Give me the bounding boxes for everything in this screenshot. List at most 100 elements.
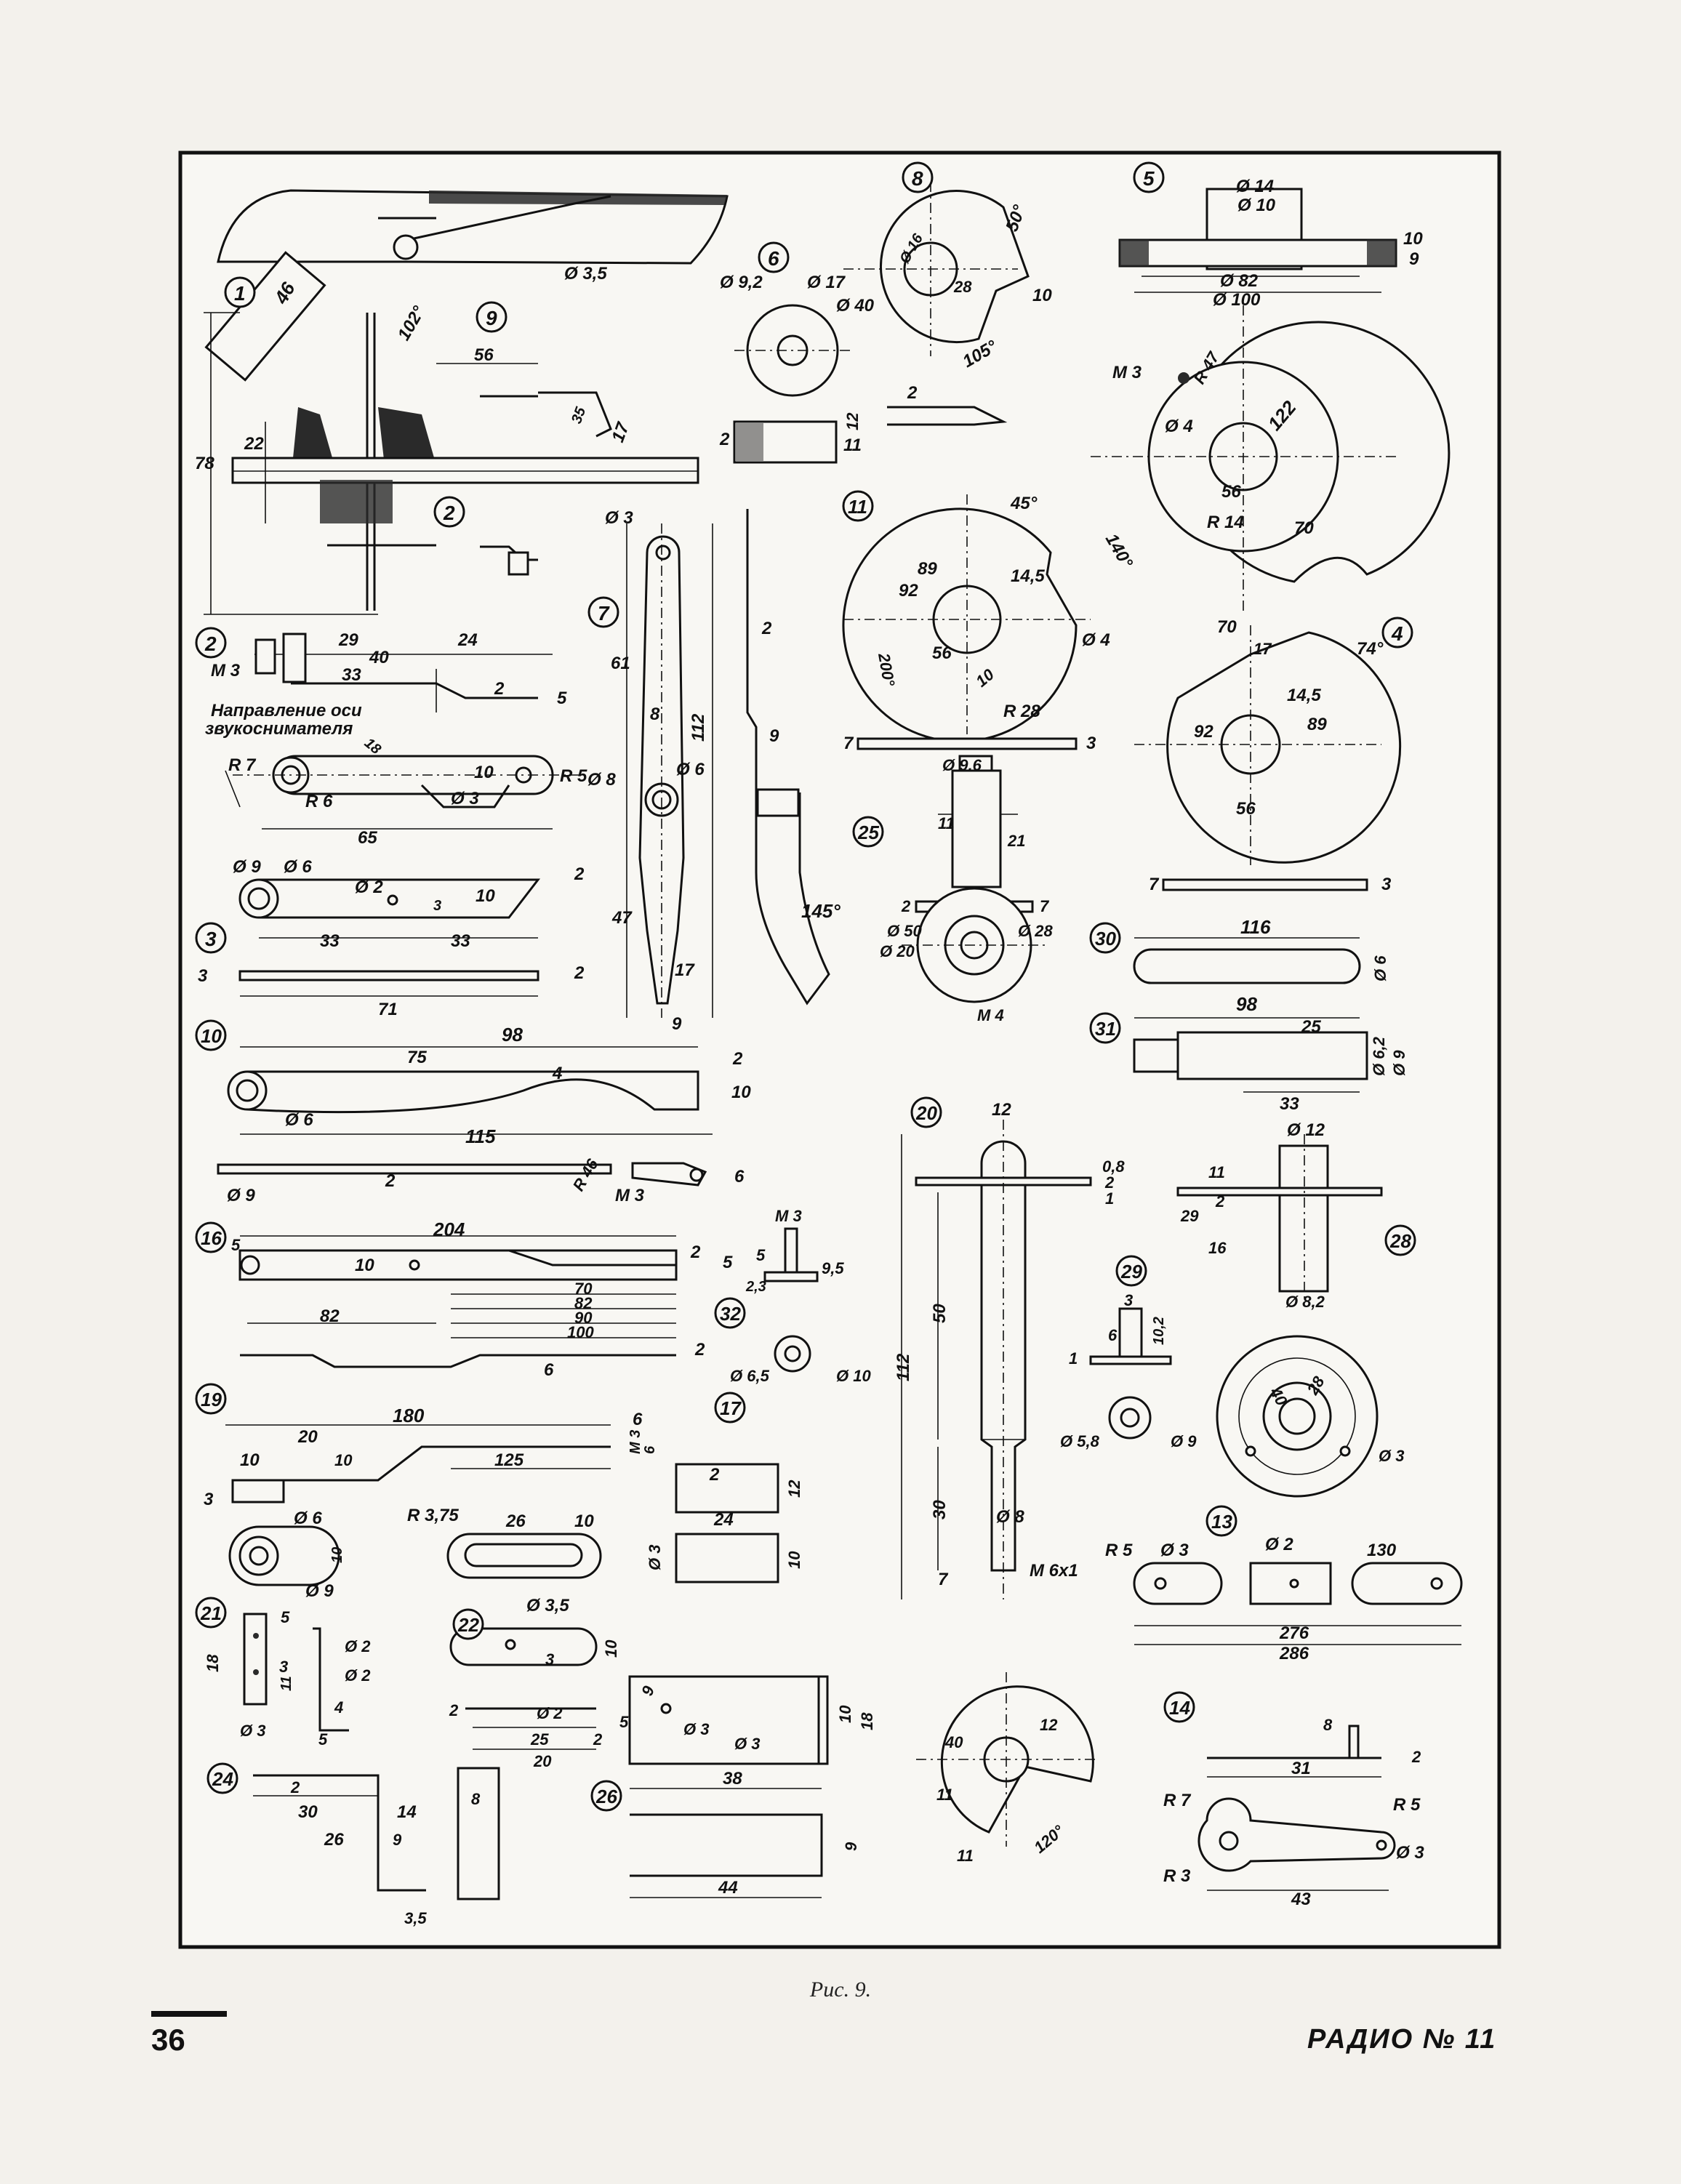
dim-p3-33a: 33 — [320, 931, 340, 951]
part-24-drawing — [253, 1767, 500, 1900]
dim-p26-9b: 9 — [842, 1842, 860, 1851]
dim-p31-98: 98 — [1236, 993, 1257, 1015]
part-30-label: 30 — [1095, 928, 1116, 950]
dim-p6-d92: Ø 9,2 — [720, 273, 763, 292]
dim-p2-5: 5 — [557, 688, 567, 708]
part-24-number — [206, 1762, 238, 1794]
part-22-drawing — [449, 1627, 598, 1750]
dim-p3-d9: Ø 9 — [233, 857, 261, 877]
dim-p16-5: 5 — [231, 1236, 241, 1254]
dim-p7-d6: Ø 6 — [676, 760, 705, 779]
part-29-number — [1115, 1255, 1147, 1287]
dim-p26-10: 10 — [836, 1705, 854, 1723]
dim-p19-26: 26 — [505, 1511, 526, 1531]
dim-p16-90: 90 — [574, 1309, 593, 1327]
part-25-drawing — [902, 769, 1047, 1003]
dim-p6-d17: Ø 17 — [807, 273, 846, 292]
dim-p28-16: 16 — [1208, 1239, 1227, 1257]
dim-p7-112: 112 — [689, 713, 708, 742]
dim-pd12-11a: 11 — [936, 1786, 953, 1804]
dim-p4-7: 7 — [1149, 875, 1160, 894]
dim-p16-10: 10 — [355, 1256, 374, 1275]
dim-p17-10: 10 — [785, 1551, 803, 1569]
dim-p11-3: 3 — [1086, 734, 1096, 753]
part-31-number — [1089, 1012, 1121, 1044]
dim-p7-17: 17 — [675, 960, 695, 980]
dim-p21-3: 3 — [279, 1658, 288, 1676]
part-13-drawing — [1133, 1562, 1463, 1645]
dim-p2-m3: M 3 — [211, 661, 241, 681]
dim-p17-12: 12 — [785, 1480, 803, 1498]
dim-p2-65: 65 — [358, 828, 377, 848]
dim-p19-125: 125 — [494, 1450, 524, 1470]
dim-p7-145: 145° — [801, 900, 840, 922]
dim-p10-75: 75 — [407, 1048, 427, 1067]
dim-p2-40: 40 — [369, 648, 389, 667]
dim-p11-d4: Ø 4 — [1082, 630, 1110, 650]
dim-p13-276: 276 — [1279, 1623, 1309, 1643]
part-19-label: 19 — [201, 1389, 222, 1410]
dim-p22-5: 5 — [619, 1713, 629, 1731]
dim-p25-d28: Ø 28 — [1018, 922, 1053, 940]
part-14-drawing — [1197, 1725, 1396, 1891]
dim-p8-12: 12 — [843, 412, 862, 430]
part-3-drawing — [238, 878, 541, 997]
dim-p11-45: 45° — [1010, 494, 1038, 513]
dim-p31-33: 33 — [1280, 1094, 1299, 1114]
part-28-label: 28 — [1389, 1230, 1411, 1252]
dim-p19-10c: 10 — [574, 1511, 594, 1531]
dim-p22-20: 20 — [533, 1752, 552, 1770]
dim-p32-23: 2,3 — [745, 1279, 766, 1295]
dim-p20-1: 1 — [1105, 1189, 1114, 1208]
dim-p11-56: 56 — [932, 643, 952, 663]
dim-p14-31: 31 — [1291, 1759, 1311, 1778]
part-20-drawing — [901, 1120, 1092, 1599]
dim-p25-7: 7 — [1040, 897, 1050, 915]
dim-p32-m3: M 3 — [775, 1207, 802, 1225]
dim-p8-10: 10 — [1032, 286, 1052, 305]
dim-p8-d40: Ø 40 — [836, 296, 875, 316]
dim-p26-44: 44 — [718, 1878, 738, 1898]
dim-p2-29: 29 — [338, 630, 358, 650]
dim-p26-d3b: Ø 3 — [734, 1735, 760, 1753]
part-disc-28-drawing — [1216, 1335, 1379, 1498]
dim-p21-d3: Ø 3 — [240, 1722, 265, 1740]
part-6-number — [758, 241, 790, 273]
dim-p11-7: 7 — [843, 734, 854, 753]
dim-p11-r28: R 28 — [1003, 702, 1040, 721]
dim-p4-56: 56 — [1236, 799, 1256, 819]
part-22-number — [452, 1608, 484, 1640]
dim-p16-5b: 5 — [723, 1253, 733, 1272]
part-21-label: 21 — [200, 1602, 222, 1624]
part-10-label: 10 — [201, 1025, 222, 1047]
part-16-drawing — [238, 1235, 678, 1368]
dim-p17-24: 24 — [713, 1510, 734, 1530]
dim-p22-2: 2 — [449, 1701, 459, 1719]
part-28-drawing — [1176, 1134, 1383, 1301]
part-4-number — [1381, 617, 1413, 649]
part-9-number — [476, 301, 507, 333]
dim-p7-d8: Ø 8 — [587, 770, 616, 790]
dim-p16-82: 82 — [574, 1294, 593, 1312]
dim-p2-r7: R 7 — [228, 755, 257, 775]
dim-p19-6b: 6 — [642, 1445, 658, 1454]
dim-pd12-40: 40 — [944, 1733, 963, 1751]
part-1-number — [224, 276, 256, 308]
dim-p3-d6: Ø 6 — [284, 857, 312, 877]
dim-p5-10: 10 — [1403, 229, 1423, 249]
dim-p5-9: 9 — [1409, 249, 1419, 269]
dim-p26-d3a: Ø 3 — [683, 1720, 709, 1738]
part-5-label: 5 — [1143, 167, 1155, 190]
part-7-drawing — [626, 509, 830, 1018]
dim-p7-2: 2 — [761, 619, 772, 638]
dim-p11-89: 89 — [918, 559, 937, 579]
dim-p4-74: 74° — [1357, 639, 1384, 659]
dim-p3-2: 2 — [574, 864, 585, 884]
dim-p3-3b: 3 — [198, 966, 208, 986]
dim-p2-33: 33 — [342, 665, 361, 685]
part-3-number — [195, 922, 227, 954]
dim-p5-m3: M 3 — [1112, 363, 1142, 382]
dim-p5-d10: Ø 10 — [1237, 196, 1276, 215]
dim-p16-6: 6 — [544, 1360, 554, 1380]
dim-p20-7: 7 — [938, 1570, 949, 1589]
